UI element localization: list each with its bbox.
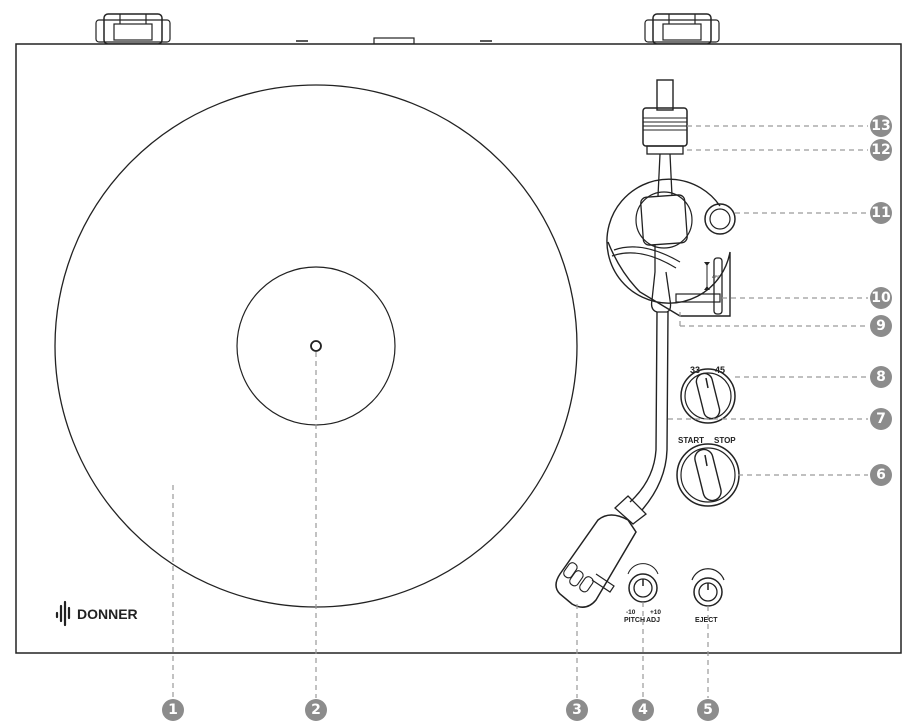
arm-rest: APP: [675, 257, 723, 315]
callout-number: 10: [871, 290, 891, 306]
headshell: [555, 514, 637, 608]
callout-10: 10: [870, 287, 892, 309]
callout-number: 13: [871, 118, 890, 134]
callout-number: 1: [168, 702, 178, 718]
callout-7: 7: [870, 408, 892, 430]
eject-label: EJECT: [695, 617, 718, 624]
speed-45-label: 45: [715, 365, 725, 375]
callout-number: 6: [876, 467, 886, 483]
rear-connectors: [296, 37, 492, 45]
adj-label: ADJ: [646, 617, 660, 624]
pitch-label: PITCH: [624, 617, 645, 624]
brand-logo: DONNER: [55, 600, 138, 627]
callout-2: 2: [305, 699, 327, 721]
callout-number: 2: [311, 702, 321, 718]
brand-name: DONNER: [77, 606, 138, 622]
start-label: START: [678, 436, 704, 445]
callout-9: 9: [870, 315, 892, 337]
callout-number: 5: [703, 702, 713, 718]
callout-number: 4: [638, 702, 648, 718]
callout-12: 12: [870, 139, 892, 161]
speed-knob: 33 45: [680, 365, 736, 424]
callout-number: 9: [876, 318, 886, 334]
callout-13: 13: [870, 115, 892, 137]
callout-number: 12: [871, 142, 890, 158]
spindle: [310, 340, 322, 352]
tone-arm: [614, 244, 672, 525]
plinth: [15, 43, 902, 654]
pitch-minus-label: -10: [626, 609, 636, 616]
callout-11: 11: [870, 202, 892, 224]
tonearm-base: [606, 178, 731, 317]
pitch-plus-label: +10: [650, 609, 661, 616]
callout-4: 4: [632, 699, 654, 721]
callout-number: 3: [572, 702, 582, 718]
right-hinge: [644, 13, 720, 45]
callout-number: 8: [876, 369, 886, 385]
counterweight: [642, 79, 688, 197]
callout-6: 6: [870, 464, 892, 486]
arm-rest-text: APP: [712, 274, 720, 279]
callout-number: 11: [871, 205, 890, 221]
donner-logo-icon: [55, 600, 71, 627]
leader-lines: [172, 125, 868, 698]
stop-label: STOP: [714, 436, 736, 445]
callout-1: 1: [162, 699, 184, 721]
callout-3: 3: [566, 699, 588, 721]
speed-33-label: 33: [690, 365, 700, 375]
callout-5: 5: [697, 699, 719, 721]
callout-number: 7: [876, 411, 886, 427]
callout-8: 8: [870, 366, 892, 388]
anti-skate-knob: [704, 203, 736, 235]
left-hinge: [95, 13, 171, 45]
